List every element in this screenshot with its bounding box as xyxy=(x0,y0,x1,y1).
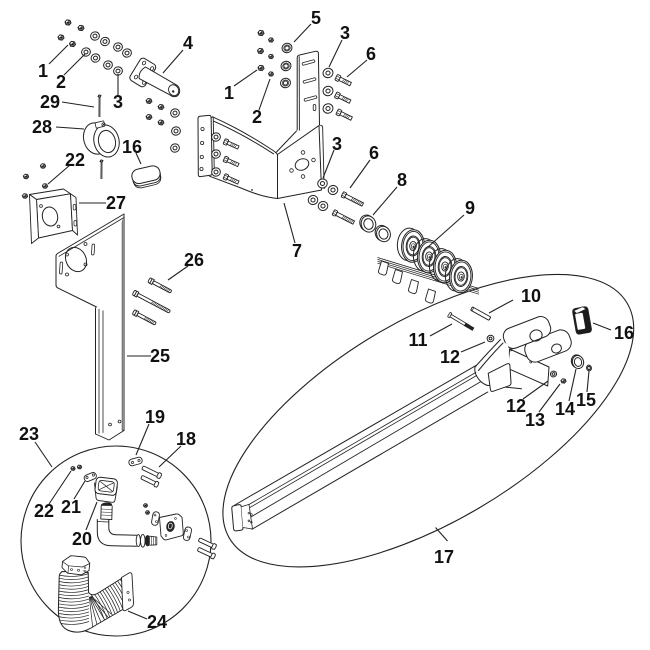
svg-text:14: 14 xyxy=(555,399,575,419)
svg-text:12: 12 xyxy=(440,347,460,367)
svg-text:16: 16 xyxy=(122,137,142,157)
svg-text:1: 1 xyxy=(224,83,234,103)
svg-text:19: 19 xyxy=(145,407,165,427)
svg-text:12: 12 xyxy=(506,396,526,416)
svg-text:24: 24 xyxy=(147,612,167,632)
svg-text:29: 29 xyxy=(40,92,60,112)
svg-text:3: 3 xyxy=(332,134,342,154)
svg-text:28: 28 xyxy=(32,117,52,137)
svg-text:6: 6 xyxy=(369,143,379,163)
svg-text:22: 22 xyxy=(34,501,54,521)
svg-text:16: 16 xyxy=(614,323,634,343)
svg-text:9: 9 xyxy=(465,198,475,218)
svg-text:3: 3 xyxy=(340,23,350,43)
svg-text:17: 17 xyxy=(434,547,454,567)
svg-text:10: 10 xyxy=(521,286,541,306)
svg-text:21: 21 xyxy=(61,497,81,517)
svg-text:1: 1 xyxy=(38,61,48,81)
svg-text:22: 22 xyxy=(65,150,85,170)
svg-text:15: 15 xyxy=(576,390,596,410)
svg-text:2: 2 xyxy=(252,107,262,127)
svg-text:7: 7 xyxy=(292,241,302,261)
svg-text:4: 4 xyxy=(183,33,193,53)
svg-text:25: 25 xyxy=(150,346,170,366)
svg-text:5: 5 xyxy=(311,8,321,28)
svg-text:11: 11 xyxy=(408,330,427,350)
svg-text:26: 26 xyxy=(184,250,204,270)
svg-text:8: 8 xyxy=(397,170,407,190)
svg-text:18: 18 xyxy=(176,429,196,449)
svg-text:13: 13 xyxy=(525,410,545,430)
svg-text:20: 20 xyxy=(72,529,92,549)
svg-text:27: 27 xyxy=(106,193,126,213)
svg-text:6: 6 xyxy=(366,44,376,64)
svg-text:2: 2 xyxy=(56,72,66,92)
svg-text:3: 3 xyxy=(113,92,123,112)
svg-text:23: 23 xyxy=(19,424,39,444)
